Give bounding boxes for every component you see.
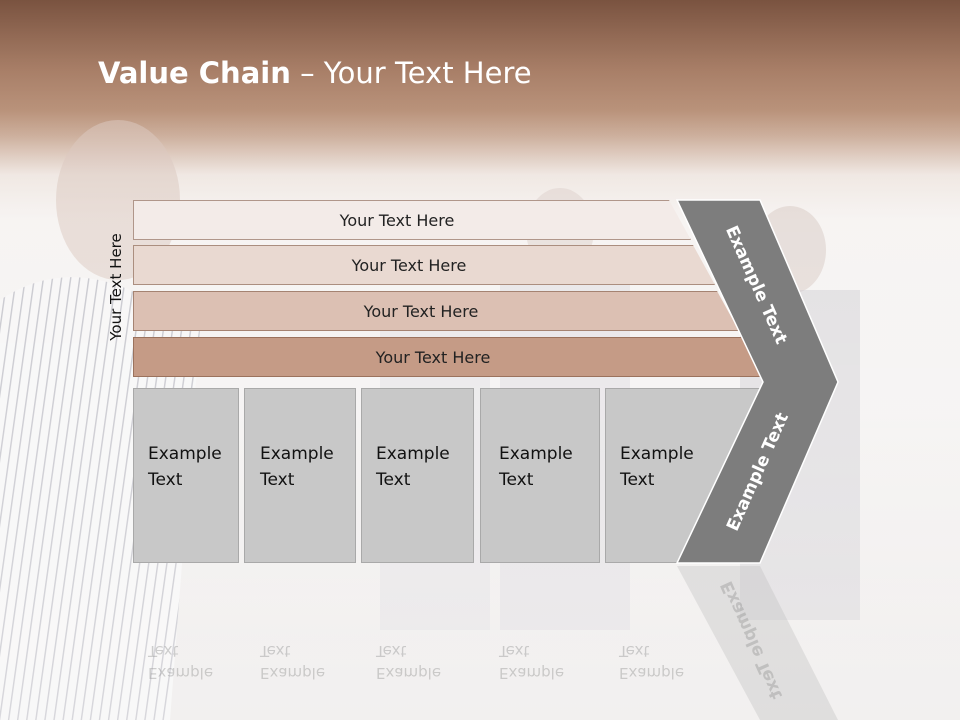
activity-card-text: Example Text: [620, 444, 694, 490]
title-bold: Value Chain: [98, 56, 291, 90]
activity-card-2: Example Text: [244, 388, 356, 563]
chevron-reflection: [677, 566, 838, 720]
activity-card-text: Example Text: [499, 444, 573, 490]
value-band-4: Your Text Here: [133, 337, 763, 377]
activity-card-3: Example Text: [361, 388, 474, 563]
value-band-1: Your Text Here: [133, 200, 691, 240]
value-band-label: Your Text Here: [339, 210, 455, 230]
activity-card-text: Example Text: [148, 444, 222, 490]
value-band-3: Your Text Here: [133, 291, 739, 331]
activity-card-4: Example Text: [480, 388, 600, 563]
chevron-shape: [675, 199, 839, 564]
value-band-label: Your Text Here: [363, 301, 479, 321]
slide-title: Value Chain – Your Text Here: [98, 56, 532, 90]
value-band-label: Your Text Here: [351, 255, 467, 275]
activity-card-1: Example Text: [133, 388, 239, 563]
value-band-2: Your Text Here: [133, 245, 715, 285]
activity-card-text: Example Text: [376, 444, 450, 490]
value-band-label: Your Text Here: [375, 347, 491, 367]
title-rest: – Your Text Here: [290, 56, 532, 90]
activity-card-text: Example Text: [260, 444, 334, 490]
